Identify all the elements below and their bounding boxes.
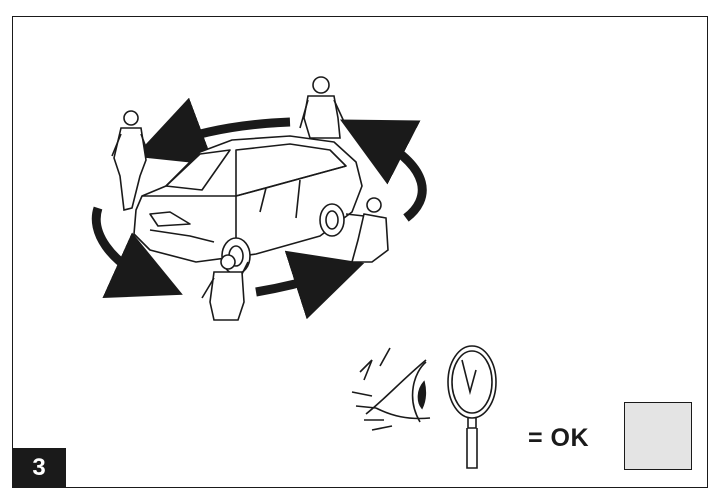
car-icon bbox=[134, 136, 362, 274]
mechanic-icon bbox=[300, 77, 346, 138]
ok-result-label: = OK bbox=[528, 424, 589, 453]
eye-icon bbox=[352, 348, 430, 430]
rotation-arrow-bottom bbox=[256, 274, 330, 292]
step-number-badge: 3 bbox=[12, 448, 66, 488]
checkbox-icon[interactable] bbox=[624, 402, 692, 470]
magnifying-glass-icon bbox=[448, 346, 496, 468]
